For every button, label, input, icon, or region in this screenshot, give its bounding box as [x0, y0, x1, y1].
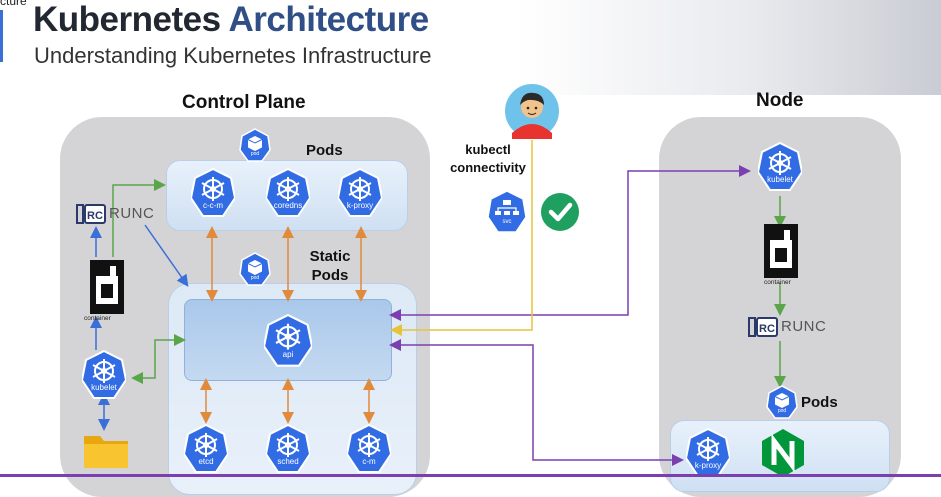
header-background	[0, 0, 941, 95]
title-part-2: Architecture	[228, 0, 430, 39]
api-server-icon: api	[264, 314, 312, 370]
controller-manager-icon: c-m	[347, 424, 391, 476]
node-pod-icon-label: pod	[777, 408, 787, 414]
containerd-caption: container	[84, 315, 111, 322]
etcd-label: etcd	[198, 457, 214, 466]
node-containerd-caption: container	[764, 279, 791, 286]
svc-icon: svc	[487, 190, 527, 234]
static-pod-icon: pod	[239, 252, 271, 286]
node-containerd-icon: container	[764, 224, 798, 286]
static-pod-icon-label: pod	[250, 275, 260, 281]
k-proxy-pod-icon: k-proxy	[338, 168, 382, 220]
control-plane-heading: Control Plane	[182, 92, 306, 113]
user-avatar	[504, 83, 560, 139]
etcd-icon: etcd	[184, 424, 228, 476]
static-pods-label: Static Pods	[309, 248, 351, 284]
browser-tab-text: cture	[0, 0, 27, 8]
page-title: Kubernetes Architecture	[33, 0, 429, 40]
pods-label: Pods	[306, 142, 343, 159]
node-pod-icon: pod	[766, 385, 798, 419]
svc-label: svc	[502, 219, 512, 225]
nginx-icon	[760, 428, 806, 478]
node-pods-label: Pods	[801, 394, 838, 411]
kubectl-connectivity-label: kubectl connectivity	[450, 142, 526, 175]
title-accent-bar	[0, 10, 3, 62]
bottom-accent-line	[0, 474, 941, 477]
coredns-pod-icon: coredns	[266, 168, 310, 220]
containerd-icon: container	[84, 260, 124, 322]
c-m-label: c-m	[362, 457, 376, 466]
k-proxy-label: k-proxy	[346, 201, 374, 210]
runc-logo: RC RUNC	[76, 203, 166, 227]
page-subtitle: Understanding Kubernetes Infrastructure	[34, 43, 432, 68]
pod-icon: pod	[239, 128, 271, 162]
node-runc-logo: RC RUNC	[748, 316, 838, 340]
node-kubelet-icon: kubelet	[758, 142, 802, 194]
runc-label: RUNC	[109, 205, 155, 222]
node-k-proxy-icon: k-proxy	[686, 428, 730, 480]
connection-arrows	[90, 140, 786, 466]
pod-icon-label: pod	[250, 151, 260, 157]
check-icon	[540, 192, 580, 232]
scheduler-icon: sched	[266, 424, 310, 476]
svg-text:RC: RC	[759, 323, 775, 335]
node-kubelet-label: kubelet	[767, 175, 793, 184]
c-c-m-pod-icon: c-c-m	[191, 168, 235, 220]
title-part-1: Kubernetes	[33, 0, 221, 39]
node-k-proxy-label: k-proxy	[694, 461, 722, 470]
sched-label: sched	[277, 457, 299, 466]
kubelet-icon: kubelet	[82, 350, 126, 402]
api-label: api	[282, 350, 294, 359]
c-c-m-label: c-c-m	[203, 201, 223, 210]
svg-text:RC: RC	[87, 210, 103, 222]
folder-icon	[82, 430, 130, 470]
node-heading: Node	[756, 90, 804, 111]
node-runc-label: RUNC	[781, 318, 827, 335]
coredns-label: coredns	[273, 201, 303, 210]
kubelet-label: kubelet	[91, 383, 117, 392]
